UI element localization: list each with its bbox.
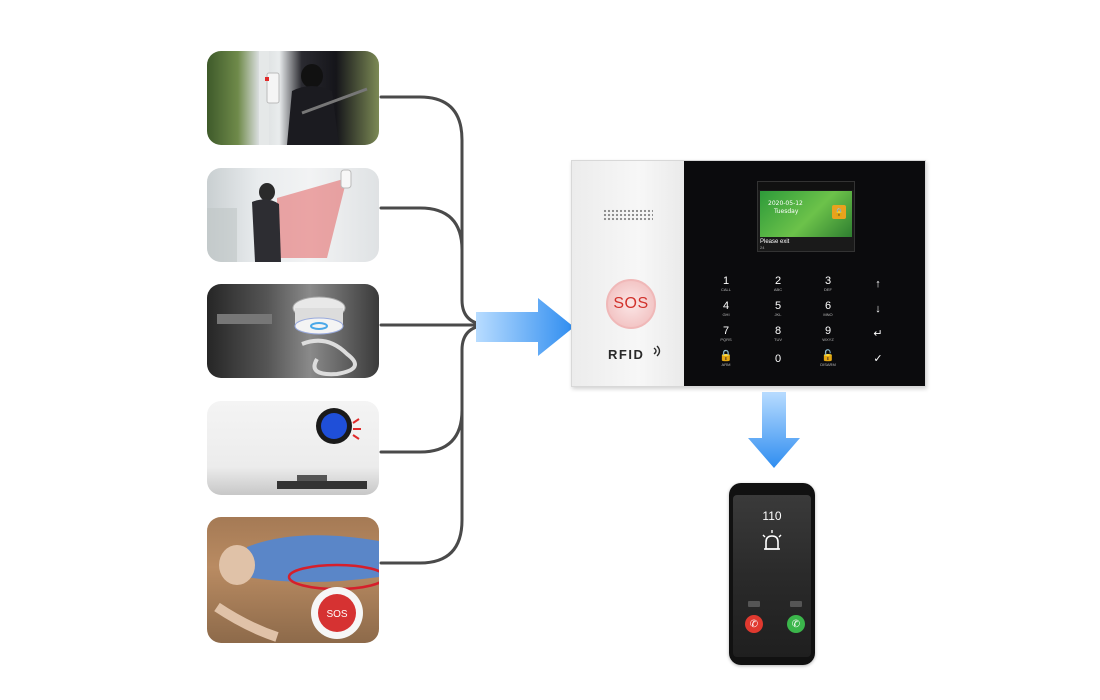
gas-detector-scene: [207, 401, 379, 495]
key-sublabel: DEF: [824, 287, 832, 292]
key-label: 7: [722, 325, 730, 337]
incoming-call-screen: 110 ✆ ✆: [733, 495, 811, 657]
keypad-key[interactable]: ↵: [856, 323, 900, 345]
arrow-to-phone-icon: [748, 392, 800, 468]
screen-footer: 24: [760, 245, 765, 250]
rfid-icon: [653, 345, 661, 357]
alarm-control-panel: SOS RFID 2020-05-12 Tuesday 🔒 Please exi…: [571, 160, 926, 387]
keypad-key[interactable]: ↑: [856, 273, 900, 295]
connector-line-gas: [379, 348, 464, 454]
screen-home: 2020-05-12 Tuesday 🔒: [760, 191, 852, 237]
screen-day: Tuesday: [774, 208, 799, 215]
key-sublabel: ABC: [773, 287, 783, 292]
key-sublabel: TUV: [774, 337, 782, 342]
accept-call-button[interactable]: ✆: [787, 615, 805, 633]
key-label: 1: [722, 275, 730, 287]
keypad-key[interactable]: ↓: [856, 298, 900, 320]
motion-sensor-scene: [207, 168, 379, 262]
lcd-screen: 2020-05-12 Tuesday 🔒 Please exit 24: [757, 181, 855, 252]
siren-icon: [762, 530, 782, 550]
key-label: ✓: [873, 352, 883, 365]
message-icon[interactable]: [790, 601, 802, 607]
speaker-grille: [603, 209, 653, 221]
key-sublabel: PQRS: [720, 337, 732, 342]
key-label: 6: [824, 300, 832, 312]
caller-number: 110: [762, 509, 782, 523]
key-label: 5: [774, 300, 782, 312]
key-sublabel: WXYZ: [822, 337, 834, 342]
key-label: 0: [774, 352, 782, 365]
svg-text:SOS: SOS: [326, 609, 347, 620]
connector-line-sos: [379, 323, 492, 565]
lock-icon: 🔒: [832, 205, 846, 219]
key-label: ↵: [873, 327, 883, 340]
smartphone: 110 ✆ ✆: [729, 483, 815, 665]
connector-line-door: [379, 95, 492, 327]
key-label: 2: [774, 275, 782, 287]
panel-front-cover: SOS RFID: [572, 161, 684, 386]
screen-date: 2020-05-12: [768, 200, 803, 207]
key-sublabel: GHI: [722, 312, 730, 317]
key-sublabel: JKL: [774, 312, 782, 317]
key-sublabel: ARM: [721, 362, 731, 367]
connector-line-motion: [379, 206, 464, 302]
keypad-key[interactable]: 0: [756, 348, 800, 370]
door-sensor-scene: [207, 51, 379, 145]
key-label: 4: [722, 300, 730, 312]
sos-button-scene: SOS: [207, 517, 379, 643]
keypad-key[interactable]: ✓: [856, 348, 900, 370]
keypad-key[interactable]: 🔒ARM: [704, 348, 748, 370]
decline-call-button[interactable]: ✆: [745, 615, 763, 633]
key-label: ↓: [875, 302, 881, 315]
key-label: 🔒: [719, 350, 733, 362]
key-label: 🔓: [821, 350, 835, 362]
rfid-label: RFID: [608, 347, 645, 362]
smoke-detector-scene: [207, 284, 379, 378]
key-sublabel: CALL: [720, 287, 731, 292]
key-label: 9: [824, 325, 832, 337]
remind-me-icon[interactable]: [748, 601, 760, 607]
key-sublabel: DISARM: [820, 362, 836, 367]
keypad-key[interactable]: 🔓DISARM: [806, 348, 850, 370]
sos-button[interactable]: SOS: [606, 279, 656, 329]
screen-status-bar: [758, 182, 854, 190]
key-label: 3: [824, 275, 832, 287]
screen-message: Please exit: [760, 239, 790, 245]
key-sublabel: MNO: [823, 312, 833, 317]
key-label: 8: [774, 325, 782, 337]
key-label: ↑: [875, 277, 881, 290]
arrow-to-panel-icon: [476, 298, 574, 356]
